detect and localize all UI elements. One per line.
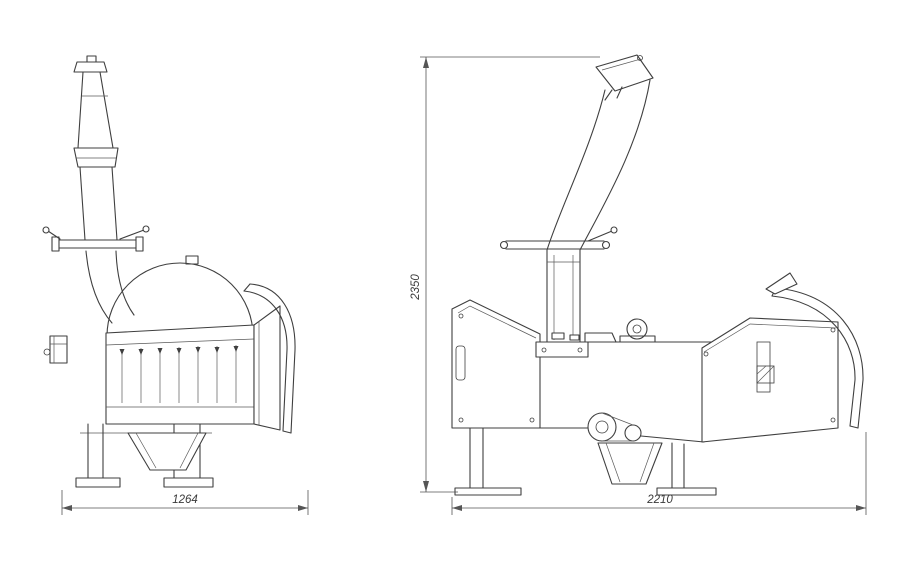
dimension-side-length: 2210 <box>451 432 867 515</box>
rotation-ring-front <box>42 225 150 252</box>
handle-bow-front <box>243 283 296 434</box>
discharge-chute-side <box>546 79 651 346</box>
handle-bow-side <box>765 272 864 429</box>
side-view: 2350 2210 <box>410 54 867 515</box>
frame-front <box>75 423 214 488</box>
front-view: 1264 <box>42 55 309 515</box>
dimension-front-width: 1264 <box>61 490 309 515</box>
dimension-label-side-height: 2350 <box>410 274 422 301</box>
dimension-label-front-width: 1264 <box>172 494 198 506</box>
belt-drive-side <box>539 412 705 443</box>
infeed-tray-side <box>451 299 541 429</box>
deflector-cap-side <box>595 54 654 101</box>
disc-housing-side <box>701 317 839 443</box>
frame-side <box>454 427 717 496</box>
chute-bend-front <box>85 250 135 324</box>
infeed-hopper-front <box>105 305 281 431</box>
engine-deck-side <box>535 318 713 358</box>
rotation-ring-side <box>499 226 618 250</box>
dimension-label-side-length: 2210 <box>646 494 673 506</box>
latch-bracket-front <box>43 335 68 364</box>
discharge-chute-front <box>73 55 119 241</box>
dimension-side-height: 2350 <box>410 56 600 493</box>
